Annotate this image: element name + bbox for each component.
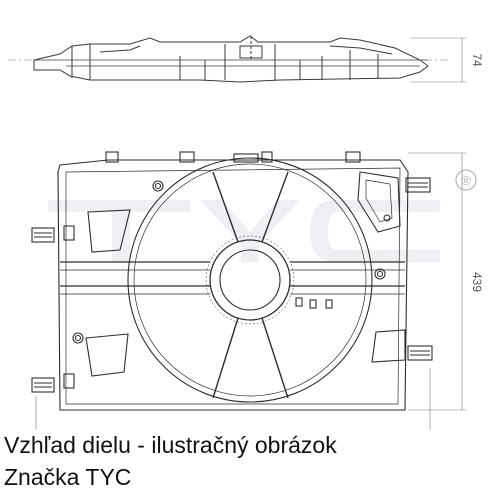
left-mount-upper bbox=[31, 225, 75, 243]
top-clip bbox=[261, 151, 273, 163]
fan-shroud-technical-drawing: ® 74 bbox=[8, 35, 484, 430]
caption-illustration-note: Vzhľad dielu - ilustračný obrázok bbox=[4, 432, 337, 458]
front-view bbox=[31, 151, 466, 430]
fan-ring bbox=[127, 157, 373, 403]
frame-outline bbox=[57, 159, 409, 411]
resistor-housing bbox=[357, 171, 401, 233]
left-mount-lower bbox=[31, 373, 75, 393]
caption-brand: Značka TYC bbox=[4, 464, 132, 490]
registered-mark: ® bbox=[455, 169, 477, 191]
height-dimension-label: 439 bbox=[470, 272, 484, 292]
top-clip bbox=[179, 151, 195, 163]
right-mount-lower bbox=[407, 345, 433, 361]
top-clip bbox=[105, 151, 119, 163]
depth-dimension-label: 74 bbox=[470, 53, 484, 67]
brand-watermark bbox=[48, 200, 440, 262]
top-view bbox=[8, 35, 466, 83]
top-clip bbox=[345, 151, 361, 163]
registered-mark-text: ® bbox=[461, 173, 471, 188]
right-mount-upper bbox=[405, 177, 431, 193]
motor-hub bbox=[209, 239, 291, 321]
